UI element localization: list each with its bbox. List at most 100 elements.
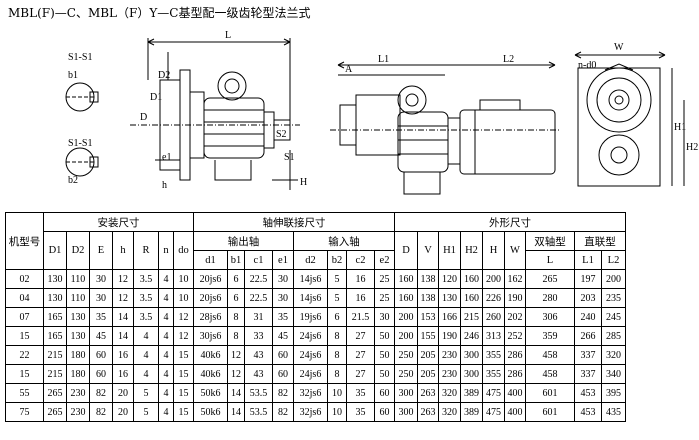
col-header-E: E: [89, 231, 113, 270]
col-header-H1: H1: [438, 231, 461, 270]
header-shaft: 轴伸联接尺寸: [193, 212, 395, 232]
table-cell: 10: [327, 383, 347, 403]
col-header-h: h: [112, 231, 134, 270]
table-cell: 130: [66, 307, 90, 327]
table-cell: 16: [112, 345, 134, 365]
table-cell: 337: [574, 364, 602, 384]
header-model: 机型号: [5, 212, 44, 270]
table-cell: 285: [601, 326, 626, 346]
table-cell: 4: [158, 383, 174, 403]
table-cell: 5: [327, 288, 347, 308]
table-cell: 226: [482, 288, 505, 308]
table-cell: 162: [504, 269, 526, 289]
table-cell: 250: [394, 345, 418, 365]
col-header-d2: d2: [293, 250, 328, 270]
table-cell: 20: [112, 383, 134, 403]
table-cell: 21.5: [346, 307, 375, 327]
table-cell: 230: [66, 402, 90, 422]
table-cell: 32js6: [293, 402, 328, 422]
table-cell: 230: [438, 364, 461, 384]
table-cell: 160: [460, 288, 483, 308]
direct-type-drawing: [330, 61, 560, 195]
header-direct: 直联型: [574, 231, 626, 251]
header-double: 双轴型: [525, 231, 575, 251]
table-cell: 27: [346, 345, 375, 365]
table-cell: 6: [227, 269, 245, 289]
front-view-drawing: [130, 38, 300, 190]
table-cell: 82: [89, 383, 113, 403]
table-cell: 197: [574, 269, 602, 289]
table-cell: 453: [574, 402, 602, 422]
table-cell: 320: [438, 383, 461, 403]
dim-label-L2: L2: [503, 54, 514, 65]
table-cell: 4: [133, 364, 159, 384]
table-cell: 389: [460, 383, 483, 403]
table-cell: 203: [574, 288, 602, 308]
col-header-L2: L2: [601, 250, 626, 270]
table-cell: 8: [227, 326, 245, 346]
dim-label-H: H: [300, 177, 307, 188]
table-cell: 24js6: [293, 326, 328, 346]
table-cell: 4: [158, 402, 174, 422]
table-cell: 30: [272, 269, 294, 289]
col-header-e1: e1: [272, 250, 294, 270]
dim-label-H1: H1: [674, 122, 686, 133]
table-cell: 50: [374, 364, 395, 384]
dim-label-b2: b2: [68, 175, 78, 186]
table-cell: 453: [574, 383, 602, 403]
table-cell: 10: [173, 269, 194, 289]
table-cell: 130: [43, 269, 67, 289]
table-cell: 40k6: [193, 364, 228, 384]
table-cell: 130: [43, 288, 67, 308]
table-cell: 35: [272, 307, 294, 327]
table-cell: 337: [574, 345, 602, 365]
table-cell: 230: [438, 345, 461, 365]
dim-label-b1: b1: [68, 70, 78, 81]
table-cell: 190: [438, 326, 461, 346]
dim-label-H2: H2: [686, 142, 698, 153]
table-cell: 14: [112, 307, 134, 327]
table-cell: 45: [272, 326, 294, 346]
col-header-H2: H2: [460, 231, 483, 270]
table-cell: 12: [173, 307, 194, 327]
col-header-e2: e2: [374, 250, 395, 270]
table-cell: 30js6: [193, 326, 228, 346]
header-output: 输出轴: [193, 231, 294, 251]
table-cell: 6: [227, 288, 245, 308]
table-cell: 14: [227, 402, 245, 422]
model-cell: 07: [5, 307, 44, 327]
table-cell: 320: [601, 345, 626, 365]
table-cell: 50k6: [193, 402, 228, 422]
table-cell: 82: [272, 402, 294, 422]
table-cell: 395: [601, 383, 626, 403]
table-cell: 4: [158, 345, 174, 365]
col-header-do: do: [173, 231, 194, 270]
table-cell: 30: [272, 288, 294, 308]
table-cell: 31: [244, 307, 273, 327]
table-cell: 12: [112, 288, 134, 308]
table-cell: 215: [460, 307, 483, 327]
table-cell: 280: [525, 288, 575, 308]
table-cell: 3.5: [133, 307, 159, 327]
col-header-d1: d1: [193, 250, 228, 270]
table-cell: 458: [525, 364, 575, 384]
table-cell: 50: [374, 345, 395, 365]
table-cell: 306: [525, 307, 575, 327]
table-cell: 43: [244, 345, 273, 365]
dim-label-D: D: [140, 112, 147, 123]
table-cell: 120: [438, 269, 461, 289]
col-header-D2: D2: [66, 231, 90, 270]
table-cell: 252: [504, 326, 526, 346]
table-cell: 230: [66, 383, 90, 403]
table-cell: 138: [417, 269, 439, 289]
table-cell: 50: [374, 326, 395, 346]
table-cell: 130: [438, 288, 461, 308]
table-cell: 110: [66, 269, 90, 289]
table-cell: 8: [327, 326, 347, 346]
table-cell: 12: [227, 345, 245, 365]
model-cell: 15: [5, 326, 44, 346]
